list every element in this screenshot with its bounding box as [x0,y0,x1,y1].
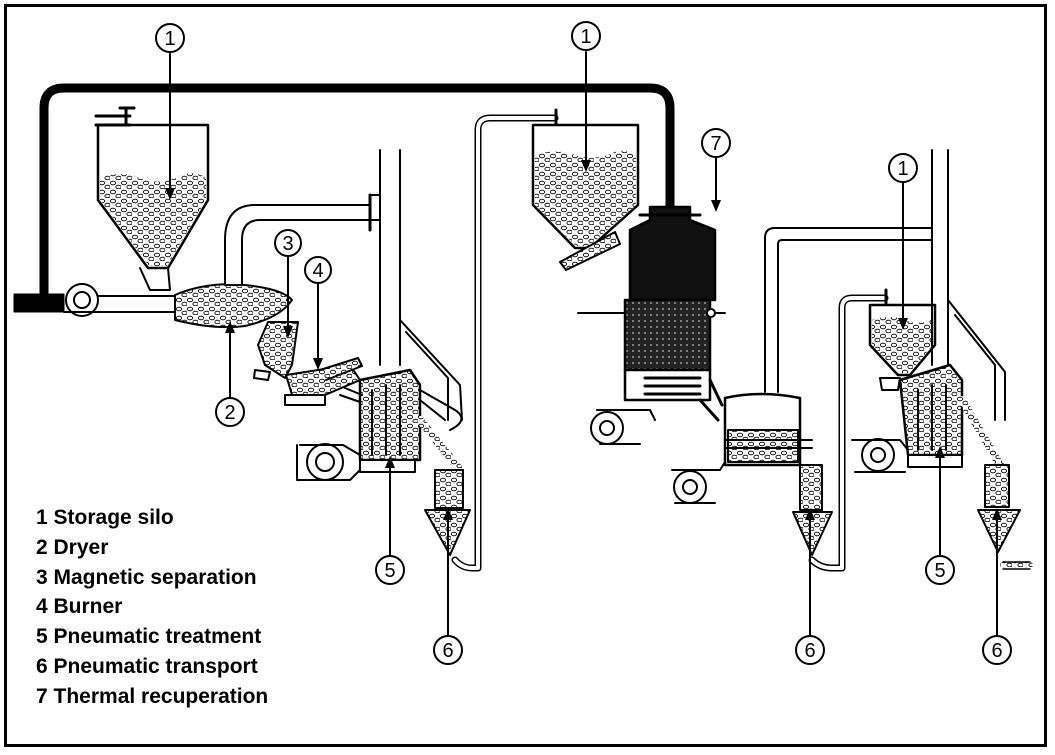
thermal-recuperation-unit [577,205,726,422]
legend-item-5: 5 Pneumatic treatment [36,625,262,649]
right-pneumatic-treatment [898,149,1006,469]
callout-4: 4 [304,256,332,284]
callout-3: 3 [274,229,302,257]
legend-item-3: 3 Magnetic separation [36,565,257,589]
callout-6-right: 6 [982,635,1012,665]
left-magnetic-separator [253,321,299,381]
legend-item-4: 4 Burner [36,595,123,619]
middle-fan [590,409,656,445]
left-fan [296,443,361,481]
middle-lower-fan [671,461,726,504]
callout-2: 2 [215,397,245,427]
svg-text:1: 1 [897,158,908,180]
left-dryer [174,149,401,366]
svg-text:1: 1 [164,28,175,50]
callout-6-left: 6 [433,635,463,665]
svg-text:5: 5 [934,560,945,582]
svg-text:6: 6 [804,640,815,662]
legend: 1 Storage silo 2 Dryer 3 Magnetic separa… [36,503,268,712]
callouts: 1 1 7 1 3 4 2 5 [155,21,1012,665]
middle-pneumatic-transport [792,288,889,572]
callout-arrowheads [165,160,1002,520]
svg-text:1: 1 [580,26,591,48]
legend-item-6: 6 Pneumatic transport [36,654,258,678]
callout-1-left: 1 [155,23,185,53]
left-pneumatic-transport [424,108,559,572]
callout-leaders [169,51,998,636]
callout-5-right: 5 [925,555,955,585]
right-storage-silo [868,303,937,391]
svg-text:5: 5 [384,560,395,582]
svg-text:7: 7 [710,133,721,155]
callout-6-middle: 6 [795,635,825,665]
left-storage-silo [94,106,210,291]
legend-item-2: 2 Dryer [36,535,109,559]
svg-text:2: 2 [224,402,235,424]
right-pneumatic-transport [977,464,1033,570]
svg-text:4: 4 [312,260,323,282]
callout-5-left: 5 [375,555,405,585]
svg-text:6: 6 [442,640,453,662]
left-pneumatic-treatment [339,319,464,474]
svg-text:3: 3 [282,233,293,255]
return-pipe [39,83,675,305]
svg-text:6: 6 [991,640,1002,662]
callout-1-right: 1 [888,153,918,183]
right-fan [851,438,909,473]
diagram-border [4,4,1047,747]
left-blower [13,283,176,317]
middle-pneumatic-treatment [723,227,933,467]
legend-item-1: 1 Storage silo [36,506,174,529]
callout-7: 7 [701,128,731,158]
callout-1-middle: 1 [571,21,601,51]
left-burner [284,357,363,406]
legend-item-7: 7 Thermal recuperation [36,684,269,708]
middle-storage-silo [531,123,640,271]
